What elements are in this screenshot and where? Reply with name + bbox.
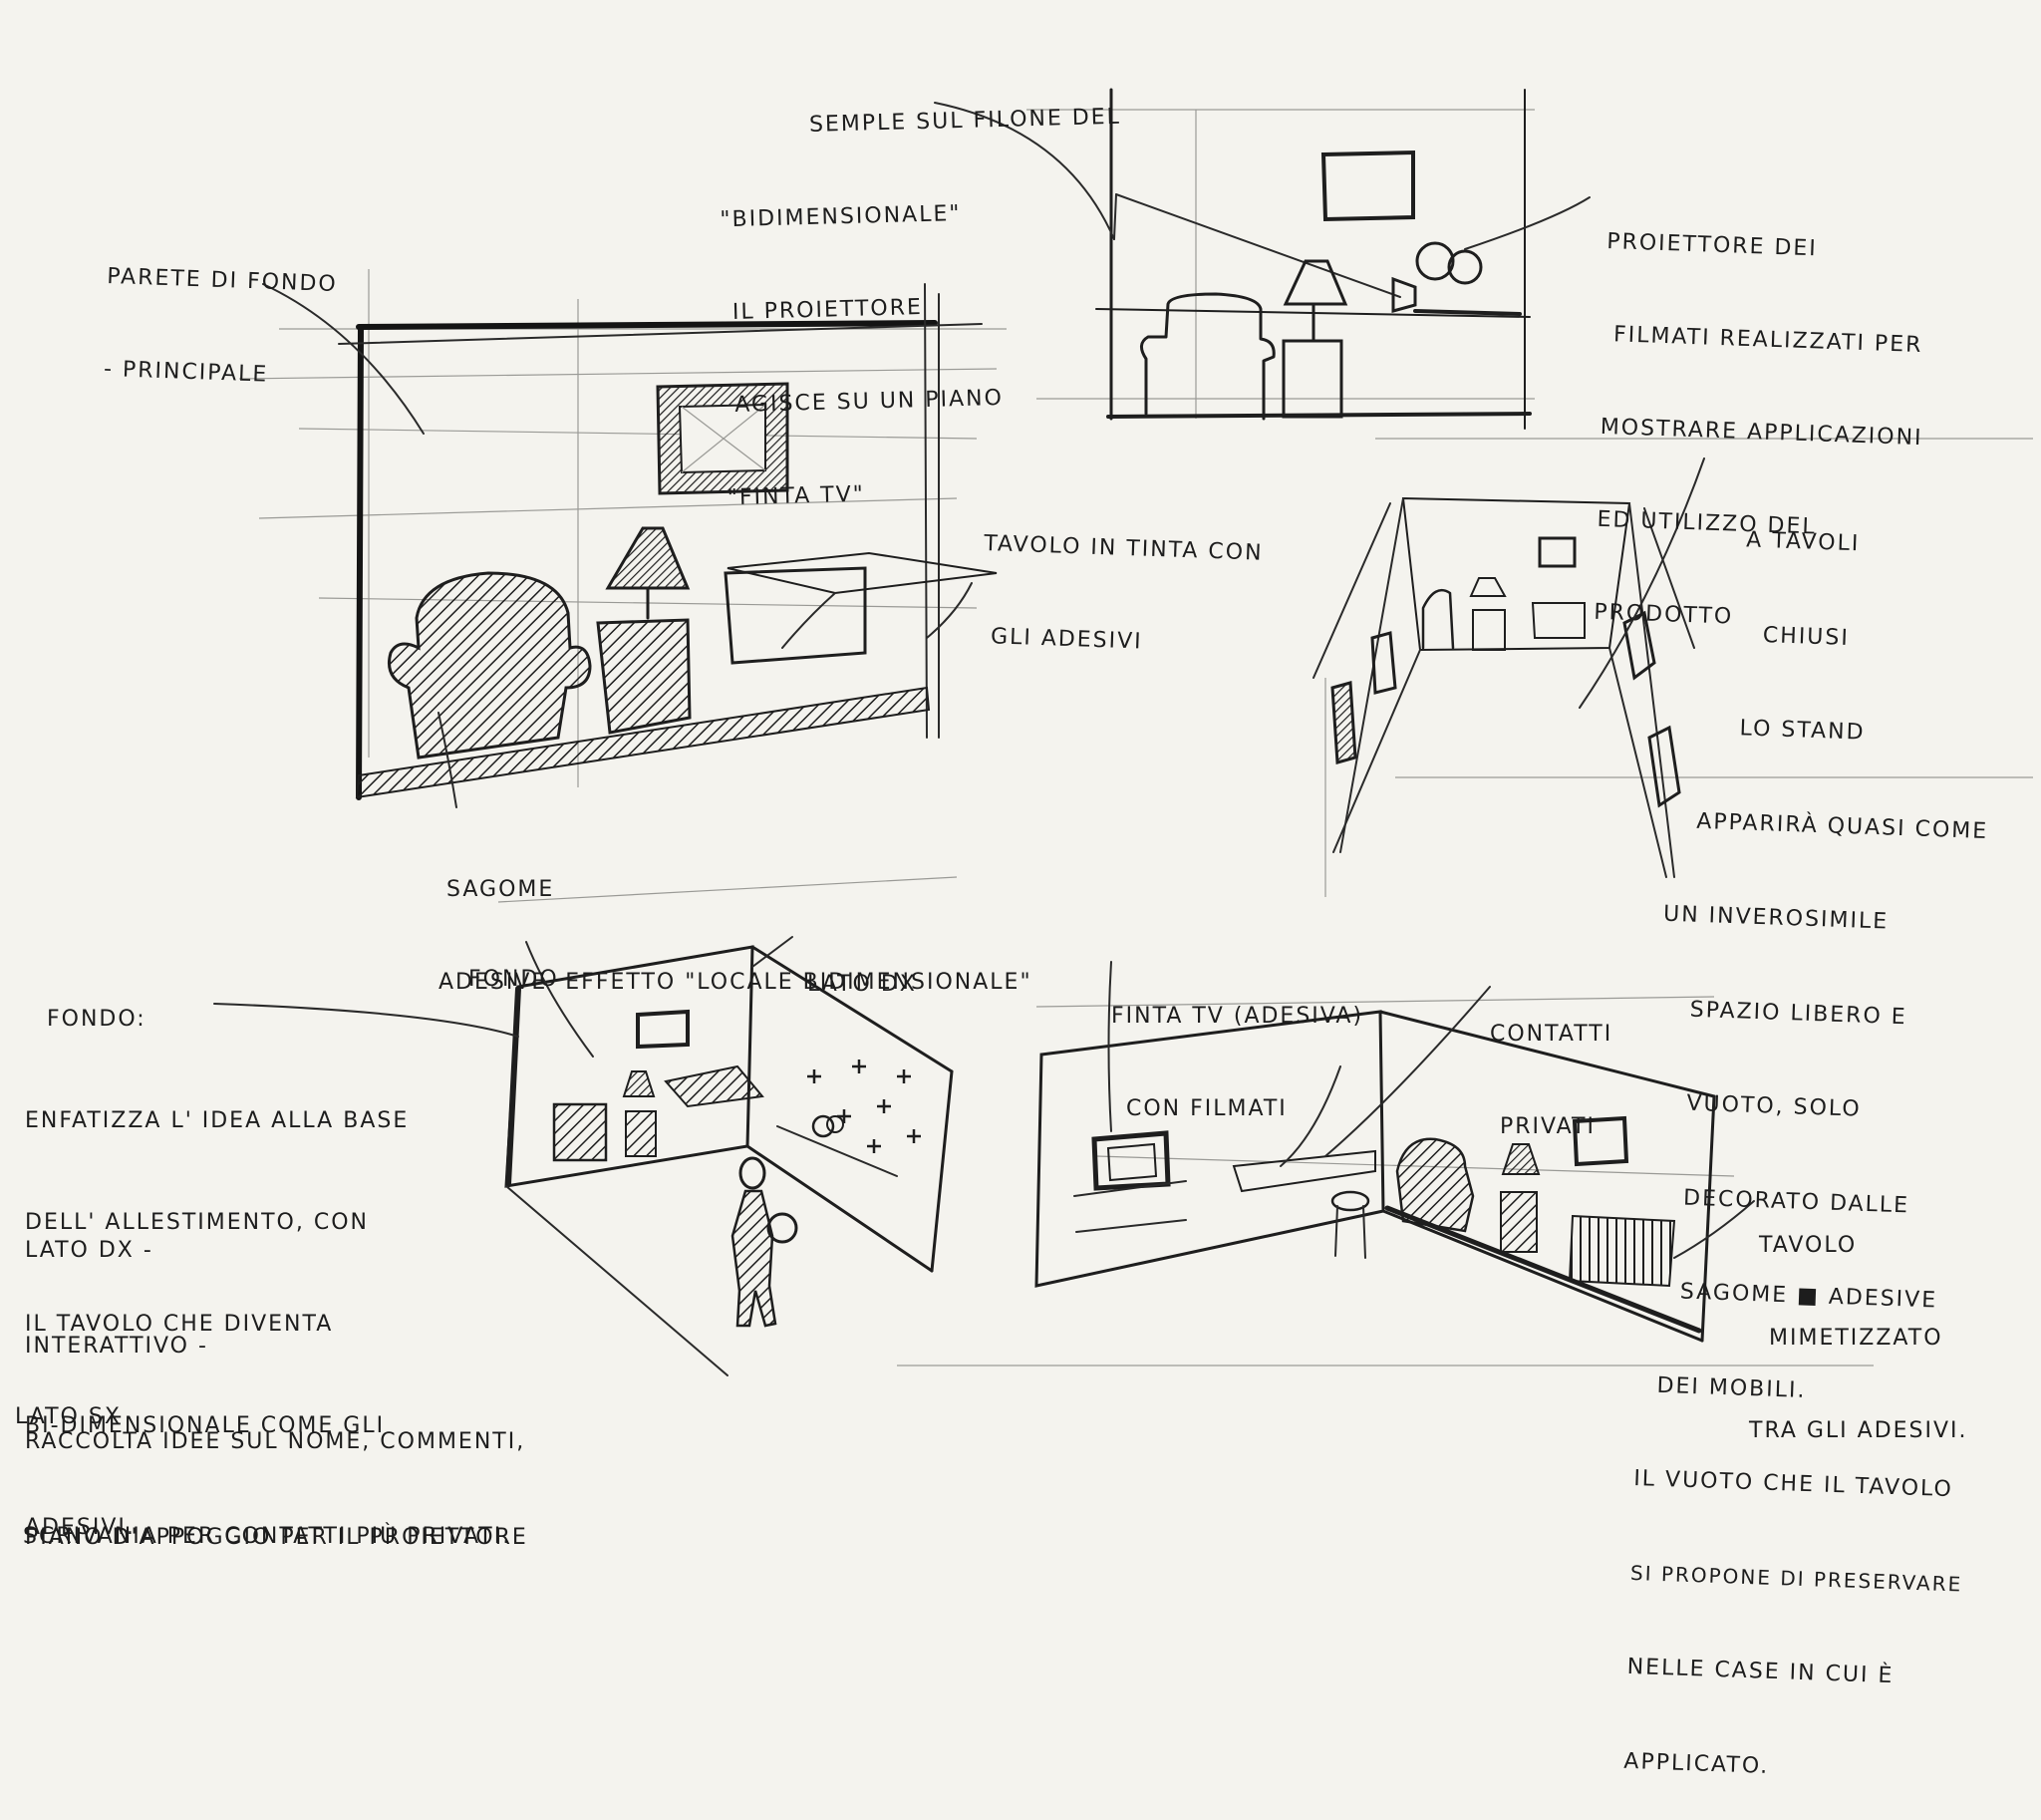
note-lato-sx-desc-line1: LATO SX: [15, 1397, 511, 1437]
note-contatti: CONTATTI PRIVATI: [1490, 957, 1612, 1173]
note-finta-tv-line1: FINTA TV (ADESIVA): [1111, 1001, 1363, 1032]
note-chiusi-line3: LO STAND: [1739, 713, 1992, 753]
note-finta-tv: FINTA TV (ADESIVA) CON FILMATI: [1111, 939, 1363, 1155]
note-lato-sx-desc-line2: SCRIVANIA PER CONTATTI PIÙ PRIVATI.: [23, 1517, 511, 1557]
note-tavolo-tinta-line1: TAVOLO IN TINTA CON: [984, 528, 1264, 569]
note-mimetizzato-line3: TRA GLI ADESIVI.: [1749, 1415, 1968, 1446]
note-chiusi-line7: VUOTO, SOLO: [1686, 1088, 1979, 1130]
note-parete-line2: - PRINCIPALE: [104, 354, 335, 393]
note-tavolo-tinta-line2: GLI ADESIVI: [991, 621, 1261, 661]
note-chiusi-line6: SPAZIO LIBERO E: [1689, 994, 1982, 1036]
note-chiusi-line14: APPLICATO.: [1623, 1745, 1956, 1788]
note-finta-tv-line2: CON FILMATI: [1126, 1093, 1363, 1124]
note-fondo-desc-line2: ENFATIZZA L' IDEA ALLA BASE: [25, 1104, 409, 1138]
note-fondo-label: FONDO: [468, 902, 559, 1026]
note-chiusi-line4: APPARIRÀ QUASI COME: [1696, 805, 1989, 847]
note-chiusi-line5: UN INVEROSIMILE: [1663, 899, 1986, 942]
note-chiusi-line13: NELLE CASE IN CUI È: [1626, 1652, 1959, 1694]
note-parete: PARETE DI FONDO - PRINCIPALE: [102, 199, 340, 424]
note-parete-line1: PARETE DI FONDO: [107, 261, 338, 300]
note-semplice: SEMPLE SUL FILONE DEL "BIDIMENSIONALE" I…: [805, 40, 1132, 542]
note-chiusi-line12: SI PROPONE DI PRESERVARE: [1629, 1557, 1962, 1600]
note-lato-dx-label: LATO DX: [807, 907, 917, 1031]
sketch-sheet: SEMPLE SUL FILONE DEL "BIDIMENSIONALE" I…: [0, 0, 2041, 1452]
note-lato-dx-label-text: LATO DX: [807, 969, 917, 1000]
note-chiusi-line2: CHIUSI: [1762, 619, 1995, 659]
note-mimetizzato-line1: TAVOLO: [1759, 1230, 1968, 1261]
note-tavolo-tinta: TAVOLO IN TINTA CON GLI ADESIVI: [979, 466, 1266, 693]
note-tavolo-mimetizzato: TAVOLO MIMETIZZATO TRA GLI ADESIVI.: [1759, 1168, 1968, 1477]
note-tavoli-chiusi: A TAVOLI CHIUSI LO STAND APPARIRÀ QUASI …: [1662, 460, 2002, 1820]
note-mimetizzato-line2: MIMETIZZATO: [1769, 1323, 1968, 1354]
note-fondo-label-text: FONDO: [468, 964, 559, 995]
note-lato-sx-desc: LATO SX SCRIVANIA PER CONTATTI PIÙ PRIVA…: [15, 1318, 511, 1597]
note-proiettore-line1: PROIETTORE DEI: [1606, 226, 1930, 268]
note-contatti-line1: CONTATTI: [1490, 1019, 1612, 1050]
note-fondo-desc-line1: FONDO:: [47, 1003, 409, 1037]
note-chiusi-line1: A TAVOLI: [1746, 524, 1999, 564]
note-contatti-line2: PRIVATI: [1500, 1111, 1612, 1142]
note-proiettore-line2: FILMATI REALIZZATI PER: [1613, 319, 1927, 361]
note-proiettore-line3: MOSTRARE APPLICAZIONI: [1600, 412, 1923, 454]
note-sagome-line1: SAGOME: [446, 874, 1032, 905]
note-lato-dx-desc-line1: LATO DX -: [25, 1235, 528, 1267]
note-semplice-line1: SEMPLE SUL FILONE DEL: [807, 102, 1122, 141]
